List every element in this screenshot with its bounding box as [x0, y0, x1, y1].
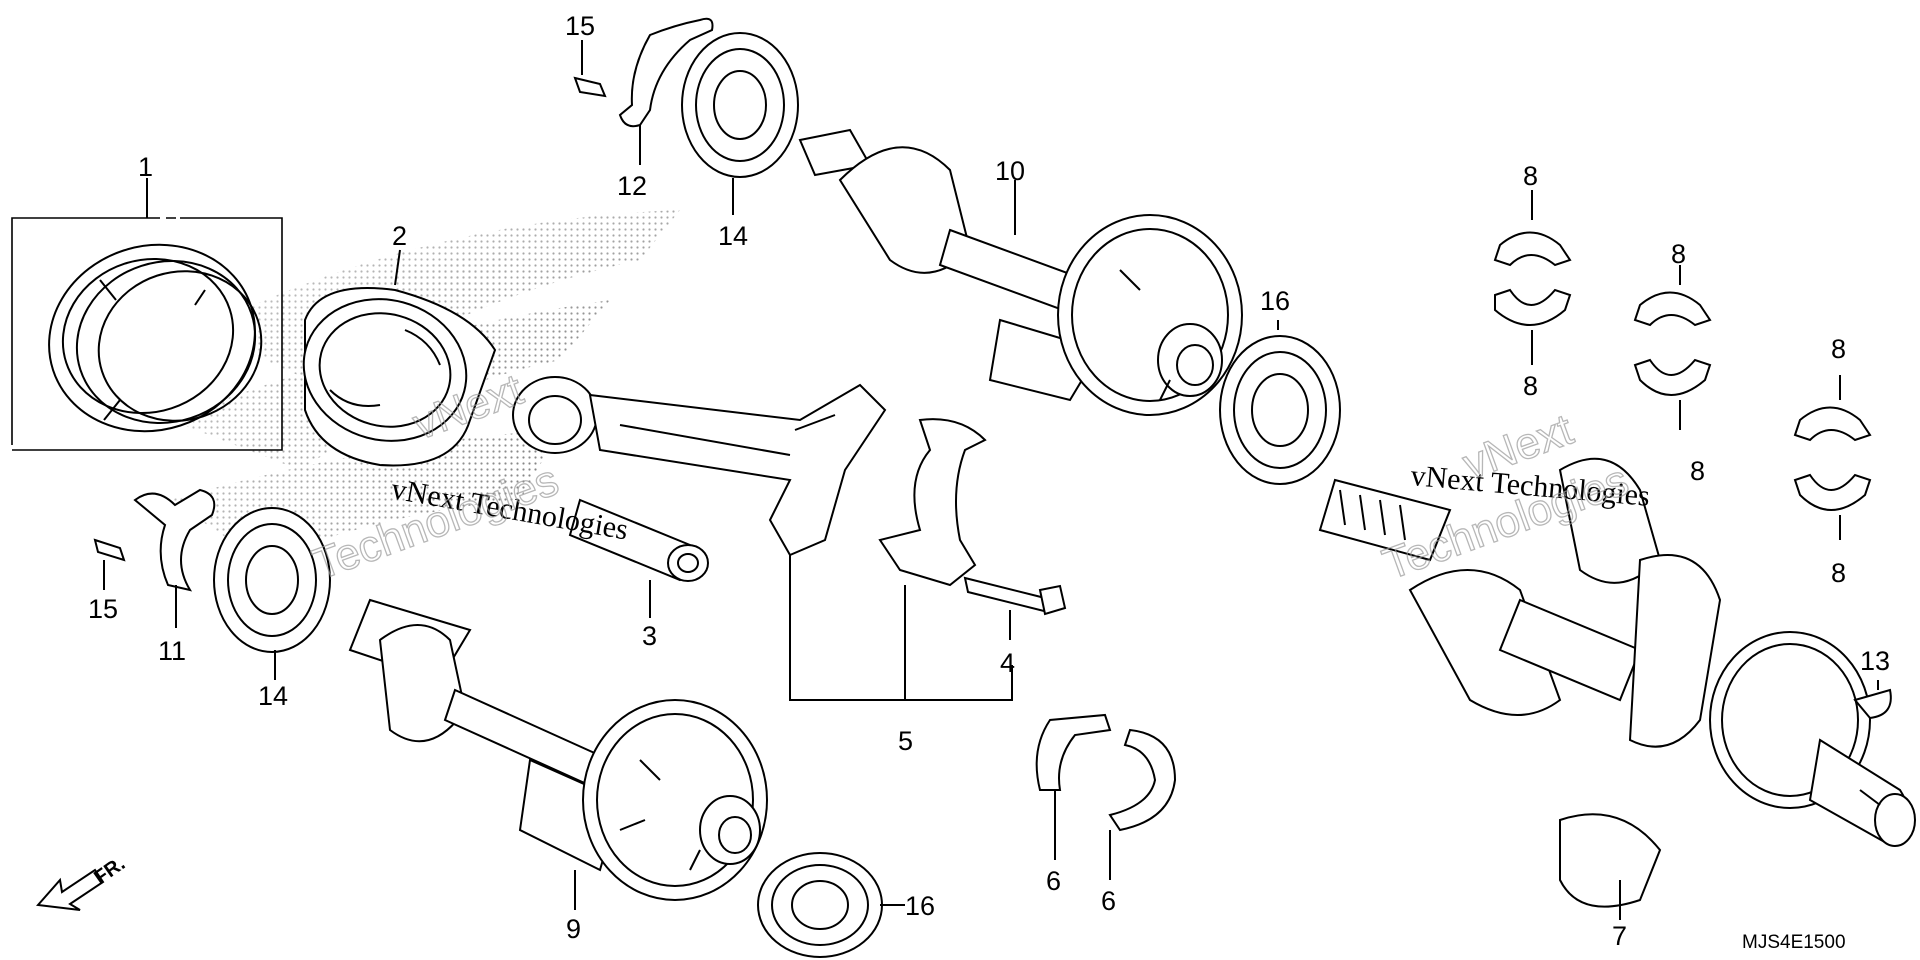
piston-ring-set[interactable]: [11, 178, 283, 458]
callout-9: 9: [566, 914, 581, 944]
callout-4: 4: [1000, 648, 1015, 678]
front-direction-indicator: FR.: [35, 853, 129, 911]
piston-pin[interactable]: [568, 498, 709, 618]
flange-bolt-15-upper[interactable]: [573, 40, 607, 98]
flange-bolt-15-lower[interactable]: [93, 538, 126, 590]
callout-14a: 14: [718, 221, 748, 251]
callout-12: 12: [617, 171, 647, 201]
callout-16a: 16: [1260, 286, 1290, 316]
callout-8b: 8: [1523, 371, 1538, 401]
connecting-rod-bolt[interactable]: [963, 576, 1067, 640]
piston[interactable]: [288, 249, 497, 467]
callout-14b: 14: [258, 681, 288, 711]
front-arrow-icon: [35, 868, 105, 911]
callout-15a: 15: [565, 11, 595, 41]
balancer-shaft-rear[interactable]: [348, 598, 768, 910]
watermark: vNext Technologies vNext Technologies vN…: [306, 364, 1651, 590]
callout-8e: 8: [1831, 334, 1846, 364]
ball-bearing-14-lower[interactable]: [213, 507, 331, 680]
crankpin-bearing-pair[interactable]: [1035, 713, 1177, 880]
callout-7: 7: [1612, 921, 1627, 951]
callout-10: 10: [995, 156, 1025, 186]
callout-6b: 6: [1101, 886, 1116, 916]
callout-6a: 6: [1046, 866, 1061, 896]
diagram-code: MJS4E1500: [1742, 932, 1846, 953]
bearing-setting-plate-11[interactable]: [133, 488, 216, 628]
callout-8c: 8: [1671, 239, 1686, 269]
callout-8f: 8: [1831, 558, 1846, 588]
callout-1: 1: [138, 152, 153, 182]
connecting-rod[interactable]: [512, 376, 1013, 701]
callout-15b: 15: [88, 594, 118, 624]
ball-bearing-16-lower[interactable]: [757, 852, 905, 958]
callout-2: 2: [392, 221, 407, 251]
callout-11: 11: [158, 636, 186, 666]
callout-8d: 8: [1690, 456, 1705, 486]
crankshaft[interactable]: [1318, 457, 1916, 920]
woodruff-key[interactable]: [1853, 680, 1892, 720]
callout-3: 3: [642, 621, 657, 651]
balancer-shaft-front[interactable]: [798, 128, 1243, 416]
callout-8a: 8: [1523, 161, 1538, 191]
bearing-setting-plate-12[interactable]: [618, 17, 714, 165]
callout-13: 13: [1860, 646, 1890, 676]
ball-bearing-16-upper[interactable]: [1219, 320, 1341, 485]
callout-5: 5: [898, 726, 913, 756]
main-bearing-set[interactable]: [1493, 190, 1872, 540]
callout-16b: 16: [905, 891, 935, 921]
callout-labels: 1 2 3 4 5 6 6 7 8 8 8 8 8 8 9 10 11 12 1…: [88, 11, 1890, 951]
ball-bearing-14-upper[interactable]: [681, 32, 799, 215]
